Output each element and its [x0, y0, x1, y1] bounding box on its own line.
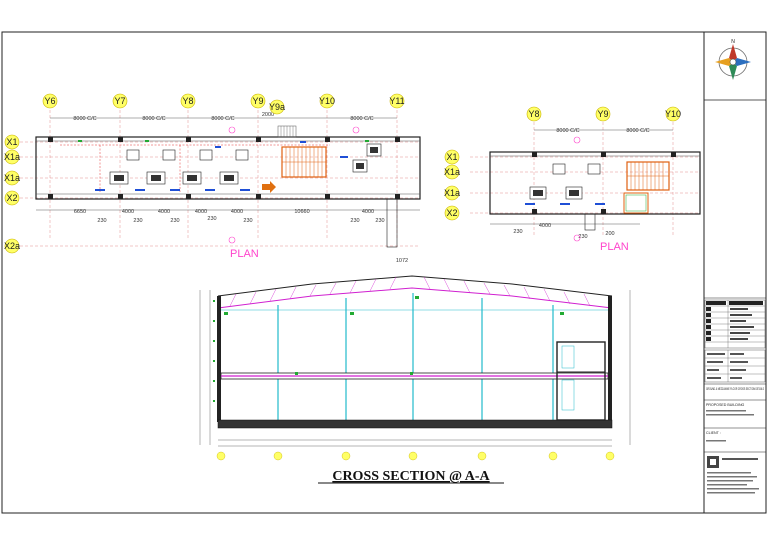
dim-small-7: 230 [375, 218, 384, 224]
dim-small-5: 230 [243, 218, 252, 224]
grid-bubble-y9a: Y9a [269, 99, 285, 115]
dim-small-3: 230 [170, 218, 179, 224]
right-dim-bottom-2: 200 [605, 231, 614, 237]
plan-label-left: PLAN [230, 248, 259, 260]
right-dim-small-2: 230 [578, 234, 587, 240]
dim-top-4: 2000 [262, 112, 274, 118]
right-dim-bottom-1: 4000 [539, 223, 551, 229]
plan-label-right: PLAN [600, 241, 629, 253]
svg-text:Y9a: Y9a [269, 102, 285, 112]
svg-text:X2a: X2a [4, 241, 20, 251]
dim-top-1: 8000 C/C [73, 116, 96, 122]
svg-text:Y10: Y10 [319, 96, 335, 106]
grid-bubble-right-x1: X1 [444, 149, 460, 165]
left-plan: 8000 C/C 8000 C/C 8000 C/C 2000 8000 C/C [4, 93, 421, 264]
grid-bubble-y10: Y10 [319, 93, 335, 109]
dim-bottom-4: 4000 [195, 209, 207, 215]
right-dim-top-1: 8000 C/C [556, 128, 579, 134]
cross-section: CROSS SECTION @ A-A [199, 275, 631, 484]
grid-bubble-right-x1a: X1a [444, 164, 460, 180]
dim-small-1: 230 [97, 218, 106, 224]
grid-bubble-x1a: X1a [4, 149, 20, 165]
staircase-icon [281, 146, 327, 178]
dim-top-5: 8000 C/C [350, 116, 373, 122]
grid-bubble-x2a: X2a [4, 238, 20, 254]
client-label: CLIENT : [706, 431, 721, 435]
dim-bottom-1: 6650 [74, 209, 86, 215]
level-note: 1072 [396, 258, 408, 264]
grid-bubble-y9: Y9 [250, 93, 266, 109]
staircase-icon-right [623, 161, 670, 214]
grid-bubble-right-y9: Y9 [595, 106, 611, 122]
grid-bubble-x1: X1 [4, 134, 20, 150]
svg-text:X1a: X1a [4, 173, 20, 183]
grid-bubble-right-y10: Y10 [665, 106, 681, 122]
north-compass-icon: N [715, 39, 751, 80]
svg-text:X1: X1 [446, 152, 457, 162]
svg-text:Y8: Y8 [182, 96, 193, 106]
svg-text:X1a: X1a [4, 152, 20, 162]
grid-bubble-right-x1a-2: X1a [444, 185, 460, 201]
svg-text:X1: X1 [6, 137, 17, 147]
svg-text:Y11: Y11 [389, 96, 404, 106]
right-dim-top-2: 8000 C/C [626, 128, 649, 134]
grid-bubble-right-y8: Y8 [526, 106, 542, 122]
svg-text:Y9: Y9 [252, 96, 263, 106]
svg-text:Y7: Y7 [114, 96, 125, 106]
address-label: PROPOSED BUILDING [706, 403, 745, 407]
dim-top-3: 8000 C/C [211, 116, 234, 122]
dim-small-6: 230 [350, 218, 359, 224]
svg-text:Y9: Y9 [597, 109, 608, 119]
drawing-title: GROUND & MEZZANINE FLOOR CROSS SECTION D… [706, 387, 764, 391]
grid-bubble-right-x2: X2 [444, 205, 460, 221]
right-plan: 8000 C/C 8000 C/C [444, 106, 701, 253]
dim-bottom-3: 4000 [158, 209, 170, 215]
sheet-border [1, 31, 767, 514]
north-label: N [731, 39, 735, 45]
svg-text:X1a: X1a [444, 167, 460, 177]
dim-small-4: 230 [207, 216, 216, 222]
grid-bubble-y11: Y11 [389, 93, 405, 109]
grid-bubble-x2: X2 [4, 190, 20, 206]
cross-section-title: CROSS SECTION @ A-A [332, 469, 490, 484]
dim-bottom-5: 4000 [231, 209, 243, 215]
svg-text:X2: X2 [446, 208, 457, 218]
grid-bubble-x1a-2: X1a [4, 170, 20, 186]
title-block: GROUND & MEZZANINE FLOOR CROSS SECTION D… [703, 32, 766, 513]
grid-bubble-y6: Y6 [42, 93, 58, 109]
entrance-arrow-icon [262, 181, 276, 193]
dim-top-2: 8000 C/C [142, 116, 165, 122]
svg-text:Y6: Y6 [44, 96, 55, 106]
grid-bubble-y7: Y7 [112, 93, 128, 109]
dim-small-2: 230 [133, 218, 142, 224]
svg-text:Y8: Y8 [528, 109, 539, 119]
grid-bubble-y8: Y8 [180, 93, 196, 109]
svg-text:X2: X2 [6, 193, 17, 203]
right-dim-small-1: 230 [513, 229, 522, 235]
svg-text:X1a: X1a [444, 188, 460, 198]
dim-bottom-7: 4000 [362, 209, 374, 215]
dim-bottom-2: 4000 [122, 209, 134, 215]
dim-bottom-6: 10660 [294, 209, 309, 215]
svg-text:Y10: Y10 [665, 109, 681, 119]
